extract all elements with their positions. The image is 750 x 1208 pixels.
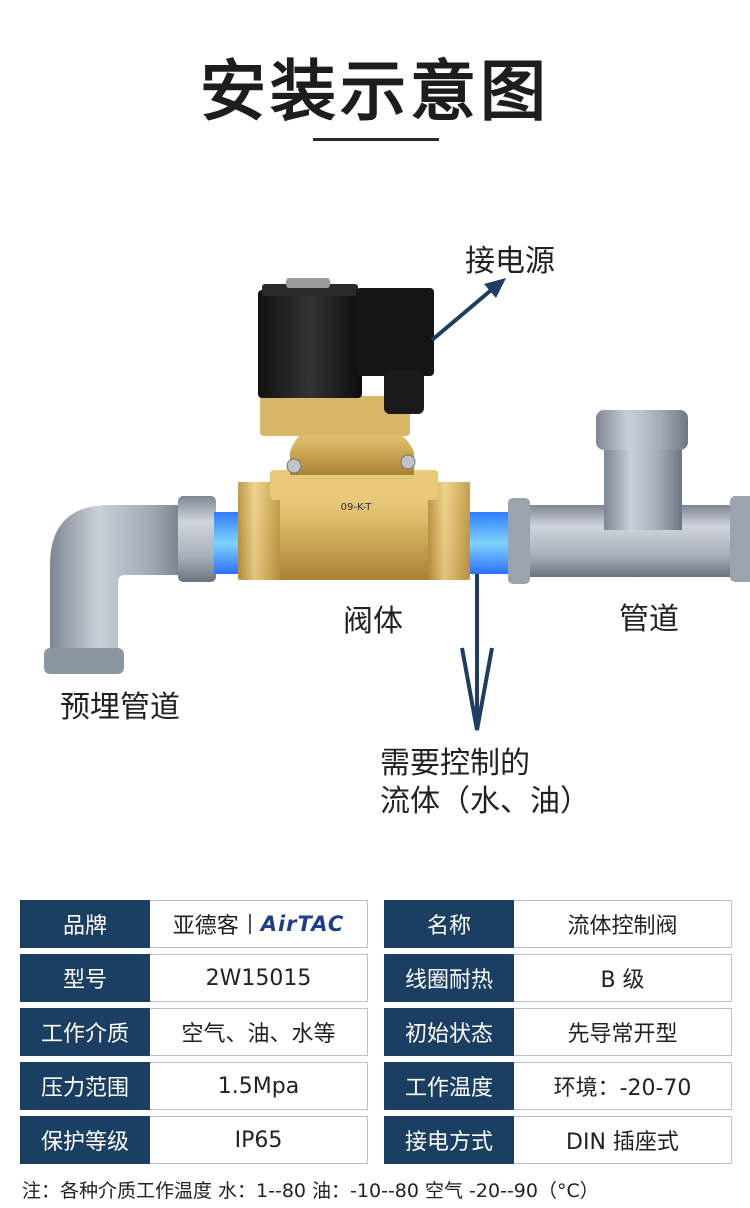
brand-divider xyxy=(248,914,251,934)
spec-key: 工作温度 xyxy=(384,1062,514,1110)
page-title: 安装示意图 xyxy=(200,53,550,130)
spec-value: DIN 插座式 xyxy=(514,1116,732,1164)
spec-key: 压力范围 xyxy=(20,1062,150,1110)
spec-key: 保护等级 xyxy=(20,1116,150,1164)
spec-work-temp: 工作温度 环境：-20-70 xyxy=(384,1062,732,1110)
title-underline xyxy=(313,138,439,141)
spec-value: 流体控制阀 xyxy=(514,900,732,948)
spec-protection: 保护等级 IP65 xyxy=(20,1116,368,1164)
label-fluid-line1: 需要控制的 xyxy=(380,746,530,781)
spec-value: 亚德客 AirTAC xyxy=(150,900,368,948)
embedded-pipe-elbow xyxy=(44,496,216,674)
spec-value: 1.5Mpa xyxy=(150,1062,368,1110)
solenoid-valve: 09-K-T xyxy=(238,278,470,580)
spec-initial-state: 初始状态 先导常开型 xyxy=(384,1008,732,1056)
spec-key: 型号 xyxy=(20,954,150,1002)
spec-medium: 工作介质 空气、油、水等 xyxy=(20,1008,368,1056)
spec-table: 品牌 亚德客 AirTAC 名称 流体控制阀 型号 2W15015 线圈耐热 B… xyxy=(20,900,732,1164)
spec-value: 先导常开型 xyxy=(514,1008,732,1056)
label-valve-body: 阀体 xyxy=(343,604,403,639)
label-embedded-pipe: 预埋管道 xyxy=(60,690,180,725)
pipe-tee xyxy=(508,410,750,584)
label-pipe: 管道 xyxy=(619,602,679,637)
spec-key: 接电方式 xyxy=(384,1116,514,1164)
fluid-arrow xyxy=(460,574,494,731)
valve-marking: 09-K-T xyxy=(341,502,373,513)
footnote: 注：各种介质工作温度 水：1--80 油：-10--80 空气 -20--90（… xyxy=(22,1180,599,1202)
spec-key: 工作介质 xyxy=(20,1008,150,1056)
spec-value: B 级 xyxy=(514,954,732,1002)
label-power: 接电源 xyxy=(465,244,555,279)
spec-model: 型号 2W15015 xyxy=(20,954,368,1002)
spec-name: 名称 流体控制阀 xyxy=(384,900,732,948)
spec-wiring: 接电方式 DIN 插座式 xyxy=(384,1116,732,1164)
spec-value: 2W15015 xyxy=(150,954,368,1002)
installation-diagram: 09-K-T xyxy=(44,278,750,731)
brand-name: 亚德客 xyxy=(172,914,239,939)
spec-value: IP65 xyxy=(150,1116,368,1164)
spec-brand: 品牌 亚德客 AirTAC xyxy=(20,900,368,948)
label-fluid-line2: 流体（水、油） xyxy=(380,784,590,819)
spec-key: 初始状态 xyxy=(384,1008,514,1056)
spec-value: 环境：-20-70 xyxy=(514,1062,732,1110)
spec-value: 空气、油、水等 xyxy=(150,1008,368,1056)
spec-key: 线圈耐热 xyxy=(384,954,514,1002)
spec-key: 名称 xyxy=(384,900,514,948)
power-arrow xyxy=(430,278,506,342)
spec-key: 品牌 xyxy=(20,900,150,948)
spec-pressure: 压力范围 1.5Mpa xyxy=(20,1062,368,1110)
airtac-logo: AirTAC xyxy=(260,912,345,936)
spec-coil-heat: 线圈耐热 B 级 xyxy=(384,954,732,1002)
